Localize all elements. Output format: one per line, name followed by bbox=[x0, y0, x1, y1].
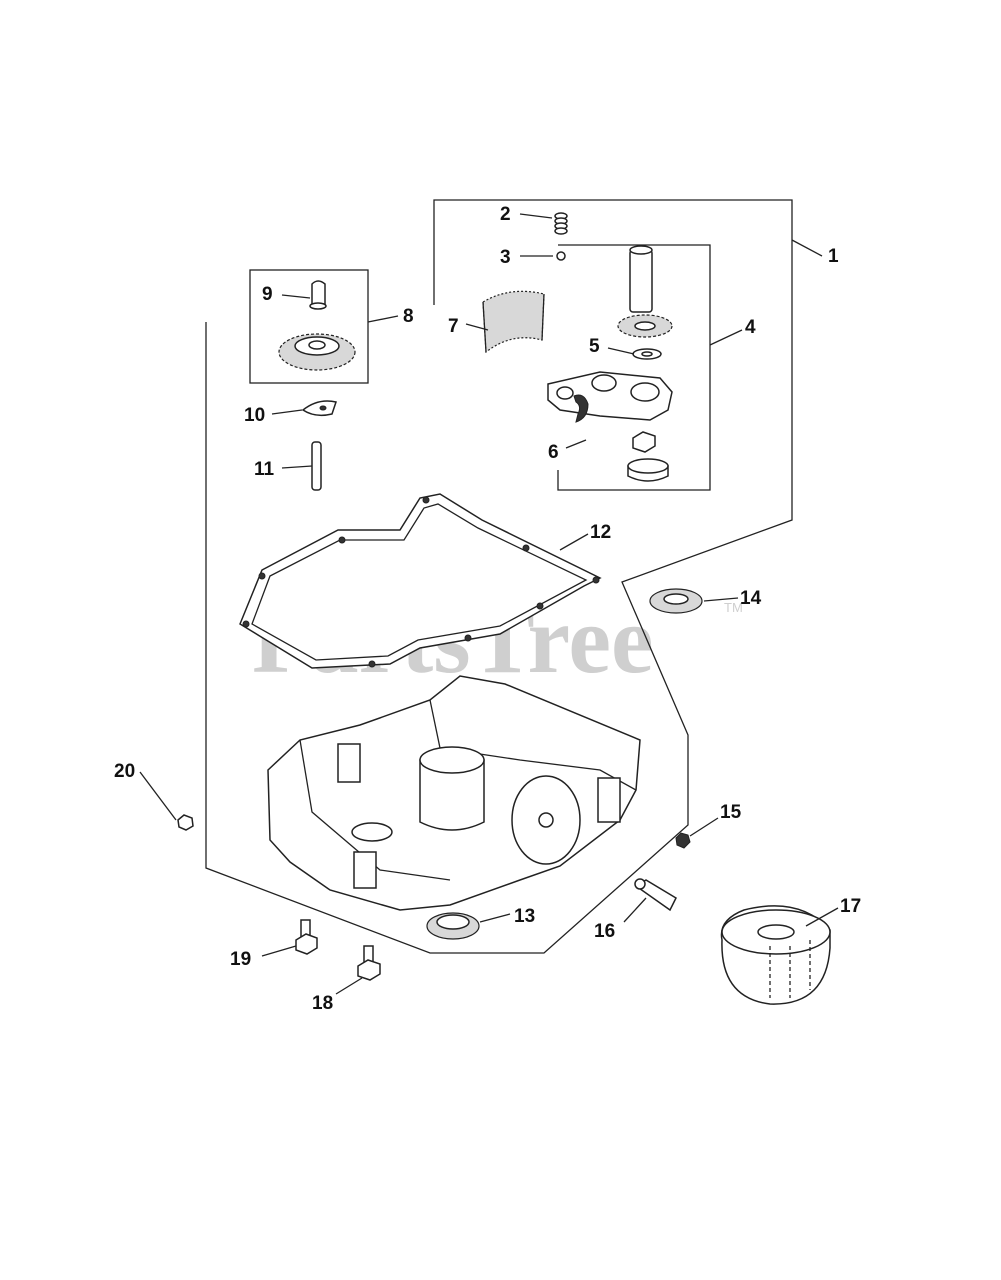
callout-15[interactable]: 15 bbox=[720, 802, 742, 823]
callout-4[interactable]: 4 bbox=[745, 317, 756, 338]
watermark-trademark: TM bbox=[724, 600, 743, 615]
bracket-assembly-4 bbox=[557, 244, 711, 491]
callout-14[interactable]: 14 bbox=[740, 588, 762, 609]
oil-pan-housing[interactable] bbox=[267, 675, 641, 911]
part-11-governor-shaft[interactable] bbox=[311, 441, 322, 491]
part-13-oil-seal[interactable] bbox=[426, 912, 480, 940]
callout-8[interactable]: 8 bbox=[403, 306, 414, 327]
part-3-check-ball[interactable] bbox=[556, 251, 566, 261]
part-16-oil-fitting[interactable] bbox=[634, 878, 677, 912]
callout-labels: 2 3 1 4 5 6 7 8 9 10 11 12 13 14 15 16 1… bbox=[114, 204, 861, 1014]
part-12-oil-pan-gasket[interactable] bbox=[239, 493, 602, 669]
callout-19[interactable]: 19 bbox=[230, 949, 251, 970]
part-4-pump-gear[interactable] bbox=[617, 314, 673, 338]
part-15-drain-plug[interactable] bbox=[675, 832, 691, 849]
callout-5[interactable]: 5 bbox=[589, 336, 600, 357]
oil-pump-housing[interactable] bbox=[547, 371, 673, 421]
oil-pump-bushing[interactable] bbox=[627, 458, 669, 482]
callout-16[interactable]: 16 bbox=[594, 921, 615, 942]
callout-13[interactable]: 13 bbox=[514, 906, 535, 927]
callout-2[interactable]: 2 bbox=[500, 204, 511, 225]
part-17-oil-filter[interactable] bbox=[720, 905, 831, 1005]
callout-12[interactable]: 12 bbox=[590, 522, 611, 543]
callout-6[interactable]: 6 bbox=[548, 442, 559, 463]
part-5-washer[interactable] bbox=[632, 348, 662, 360]
oil-pump-nut[interactable] bbox=[632, 431, 656, 453]
bracket-assembly-1 bbox=[205, 199, 793, 954]
part-10-thrust-washer[interactable] bbox=[301, 400, 337, 417]
part-20-plug[interactable] bbox=[177, 814, 194, 831]
part-14-oil-seal[interactable] bbox=[649, 588, 703, 614]
part-6-retaining-clip[interactable] bbox=[573, 394, 589, 423]
callout-9[interactable]: 9 bbox=[262, 284, 273, 305]
callout-1[interactable]: 1 bbox=[828, 246, 839, 267]
part-4-oil-pump-shaft[interactable] bbox=[629, 245, 653, 313]
part-19-bolt[interactable] bbox=[295, 919, 318, 955]
bracket-assembly-8 bbox=[249, 269, 369, 384]
callout-17[interactable]: 17 bbox=[840, 896, 861, 917]
callout-10[interactable]: 10 bbox=[244, 405, 265, 426]
callout-18[interactable]: 18 bbox=[312, 993, 333, 1014]
callout-20[interactable]: 20 bbox=[114, 761, 135, 782]
part-2-spring[interactable] bbox=[554, 212, 568, 235]
leader-lines bbox=[139, 213, 839, 995]
callout-11[interactable]: 11 bbox=[254, 459, 275, 480]
callout-7[interactable]: 7 bbox=[448, 316, 459, 337]
part-8-governor-gear[interactable] bbox=[278, 333, 356, 371]
part-7-oil-screen[interactable] bbox=[482, 290, 545, 354]
callout-3[interactable]: 3 bbox=[500, 247, 511, 268]
part-18-bolt[interactable] bbox=[357, 945, 381, 981]
part-9-governor-pin[interactable] bbox=[309, 280, 327, 310]
